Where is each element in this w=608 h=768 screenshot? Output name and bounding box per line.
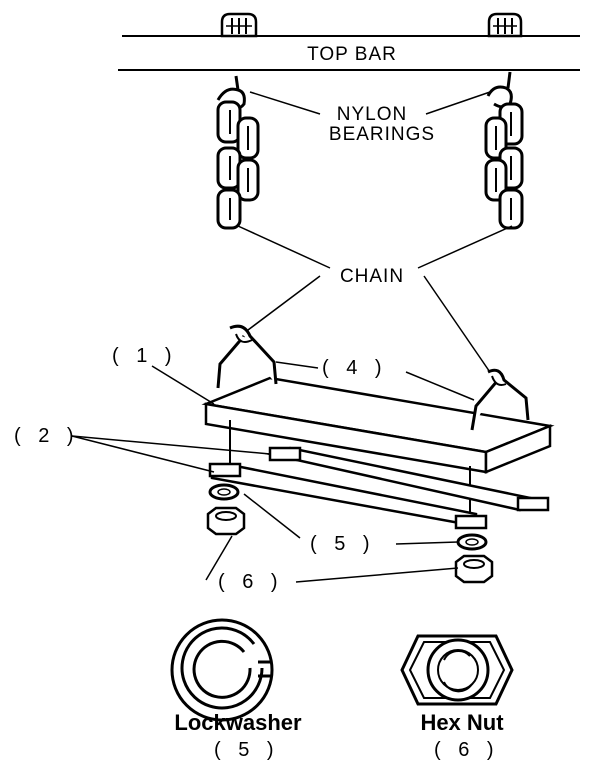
- hexnut-right: [454, 554, 494, 584]
- lockwasher-number: ( 5 ): [214, 739, 280, 761]
- hanger-left: [216, 324, 278, 389]
- chain-right: [484, 71, 524, 230]
- bracket-front: [208, 462, 488, 530]
- chain-callout: CHAIN: [237, 225, 513, 379]
- nylon-bearings-callout: NYLON BEARINGS: [249, 91, 491, 145]
- bolt-left: [220, 12, 258, 38]
- label-part-5: ( 5 ): [310, 533, 376, 555]
- lockwasher-left: [208, 483, 240, 501]
- swing-seat: [201, 376, 555, 474]
- hexnut-number: ( 6 ): [434, 739, 500, 761]
- label-part-6: ( 6 ): [218, 571, 284, 593]
- nylon-label: NYLON: [337, 104, 407, 125]
- chain-left: [216, 75, 260, 230]
- lockwasher-icon: [170, 618, 274, 722]
- bearings-label: BEARINGS: [329, 124, 435, 145]
- label-part-4: ( 4 ): [322, 357, 388, 379]
- lockwasher-right: [456, 533, 488, 551]
- label-part-1: ( 1 ): [112, 345, 178, 367]
- hanger-right: [470, 368, 530, 431]
- label-part-2: ( 2 ): [14, 425, 80, 447]
- hexnut-left: [206, 506, 246, 536]
- bolt-right: [487, 12, 523, 38]
- lockwasher-name: Lockwasher: [174, 710, 302, 735]
- hexnut-icon: [400, 634, 514, 706]
- top-bar: TOP BAR: [118, 12, 580, 71]
- chain-label: CHAIN: [340, 266, 404, 287]
- top-bar-label: TOP BAR: [307, 44, 397, 65]
- hexnut-name: Hex Nut: [420, 710, 504, 735]
